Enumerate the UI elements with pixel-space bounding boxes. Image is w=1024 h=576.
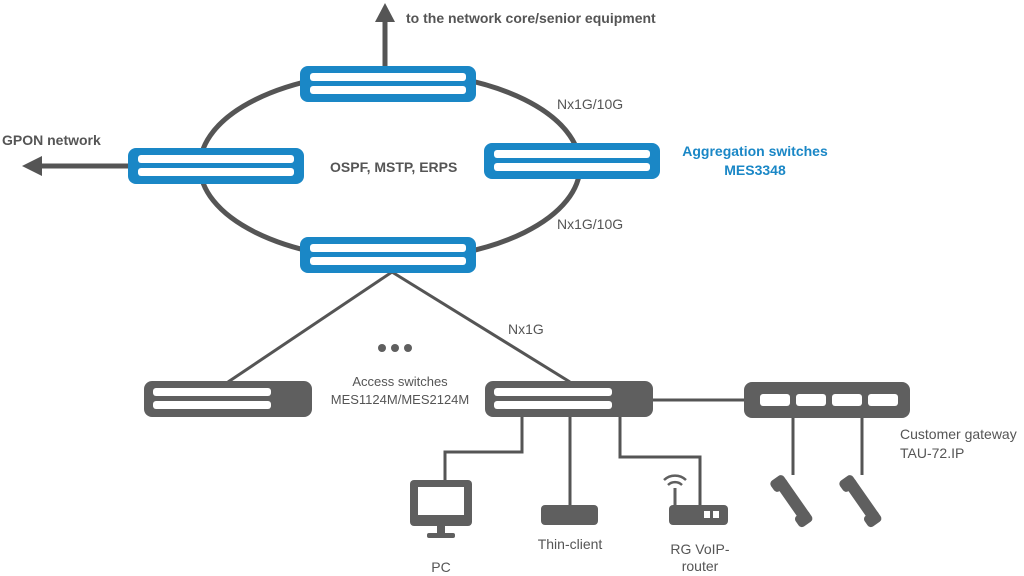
arrow-left-icon [22, 156, 130, 176]
pc-monitor-icon [410, 480, 472, 538]
router-label-line2: router [681, 558, 719, 574]
customer-gateway-device [744, 382, 910, 418]
ellipsis-icon [378, 344, 412, 352]
router-label-line1: RG VoIP- [670, 541, 730, 557]
aggregation-model: MES3348 [724, 162, 786, 178]
aggregation-switch-bottom [300, 237, 476, 273]
wifi-router-icon [663, 474, 728, 525]
aggregation-switch-right [484, 143, 660, 179]
telephone-handset-icon [770, 475, 813, 528]
access-link-label: Nx1G [508, 321, 544, 337]
access-switch-left [144, 381, 312, 417]
ring-link-bottom-label: Nx1G/10G [557, 216, 624, 232]
aggregation-switch-left [128, 148, 304, 184]
ring-link-top-label: Nx1G/10G [557, 96, 624, 112]
telephone-handset-icon [839, 475, 882, 528]
access-title: Access switches [352, 374, 448, 389]
access-model: MES1124M/MES2124M [330, 392, 470, 407]
arrow-up-icon [375, 3, 395, 68]
thin-client-label: Thin-client [537, 536, 603, 552]
ring-protocols-label: OSPF, MSTP, ERPS [330, 159, 458, 175]
gpon-label: GPON network [2, 132, 101, 148]
pc-label: PC [431, 559, 451, 575]
core-uplink-label: to the network core/senior equipment [406, 10, 656, 26]
access-drops [443, 416, 702, 505]
access-switch-right [485, 381, 653, 417]
aggregation-switch-top [300, 66, 476, 102]
gateway-model: TAU-72.IP [900, 445, 965, 461]
gateway-title: Customer gateway [900, 426, 1017, 442]
link-agg-to-access-right [391, 270, 571, 384]
aggregation-title: Aggregation switches [682, 143, 828, 159]
thin-client-icon [541, 505, 598, 525]
link-agg-to-access-left [227, 270, 393, 384]
